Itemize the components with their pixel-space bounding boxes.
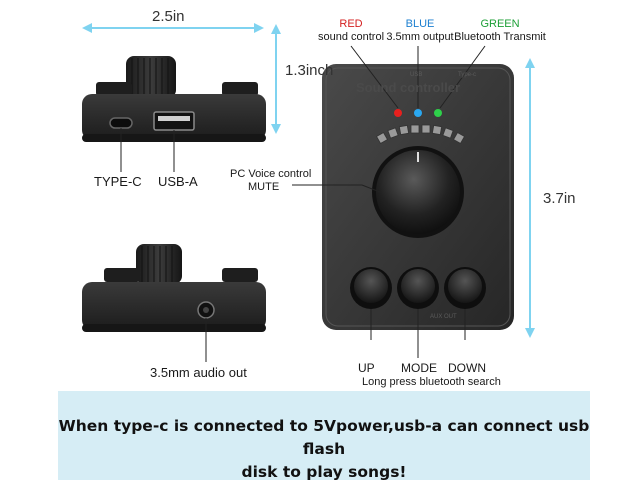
info-banner: When type-c is connected to 5Vpower,usb-… — [58, 391, 590, 481]
depth-dimension-label: 3.7in — [543, 190, 576, 207]
audio-port-label: 3.5mm audio out — [150, 365, 247, 380]
down-button-label: DOWN — [448, 361, 486, 375]
typec-port-label: TYPE-C — [94, 174, 142, 189]
height-dimension-label: 1.3inch — [285, 62, 334, 79]
usba-port-label: USB-A — [158, 174, 198, 189]
knob-label-line2: MUTE — [248, 181, 280, 193]
device-aux-print: AUX OUT — [430, 314, 457, 320]
knob-label: PC Voice control MUTE — [230, 168, 312, 194]
red-led-name: RED — [339, 18, 363, 30]
knob-label-line1: PC Voice control — [230, 168, 312, 180]
device-top-view — [322, 64, 514, 358]
green-led-name: GREEN — [480, 18, 520, 30]
green-led-desc: Bluetooth Transmit — [454, 31, 546, 43]
blue-led-name: BLUE — [405, 18, 435, 30]
width-dimension-line — [82, 23, 264, 33]
mode-button-label: MODE — [401, 361, 437, 375]
height-dimension-line — [271, 24, 281, 134]
red-led-desc: sound control — [317, 31, 385, 43]
depth-dimension-line — [525, 58, 535, 338]
red-led-label: RED sound control — [312, 18, 390, 44]
device-side-view-audio — [82, 244, 266, 362]
green-led-label: GREEN Bluetooth Transmit — [440, 18, 560, 44]
bluetooth-search-note: Long press bluetooth search — [362, 376, 501, 388]
up-button-label: UP — [358, 361, 375, 375]
info-banner-text: When type-c is connected to 5Vpower,usb-… — [58, 415, 590, 484]
device-title-print: Sound controller — [356, 80, 460, 95]
info-banner-line2: disk to play songs! — [241, 463, 407, 481]
device-side-view-ports — [82, 56, 266, 172]
device-typec-print: Type-c — [458, 72, 477, 78]
device-usb-print: USB — [410, 72, 423, 78]
info-banner-line1: When type-c is connected to 5Vpower,usb-… — [58, 417, 590, 458]
callout-lines — [292, 45, 486, 193]
blue-led-desc: 3.5mm output — [386, 31, 454, 43]
blue-led-label: BLUE 3.5mm output — [384, 18, 456, 44]
width-dimension-label: 2.5in — [152, 8, 185, 25]
